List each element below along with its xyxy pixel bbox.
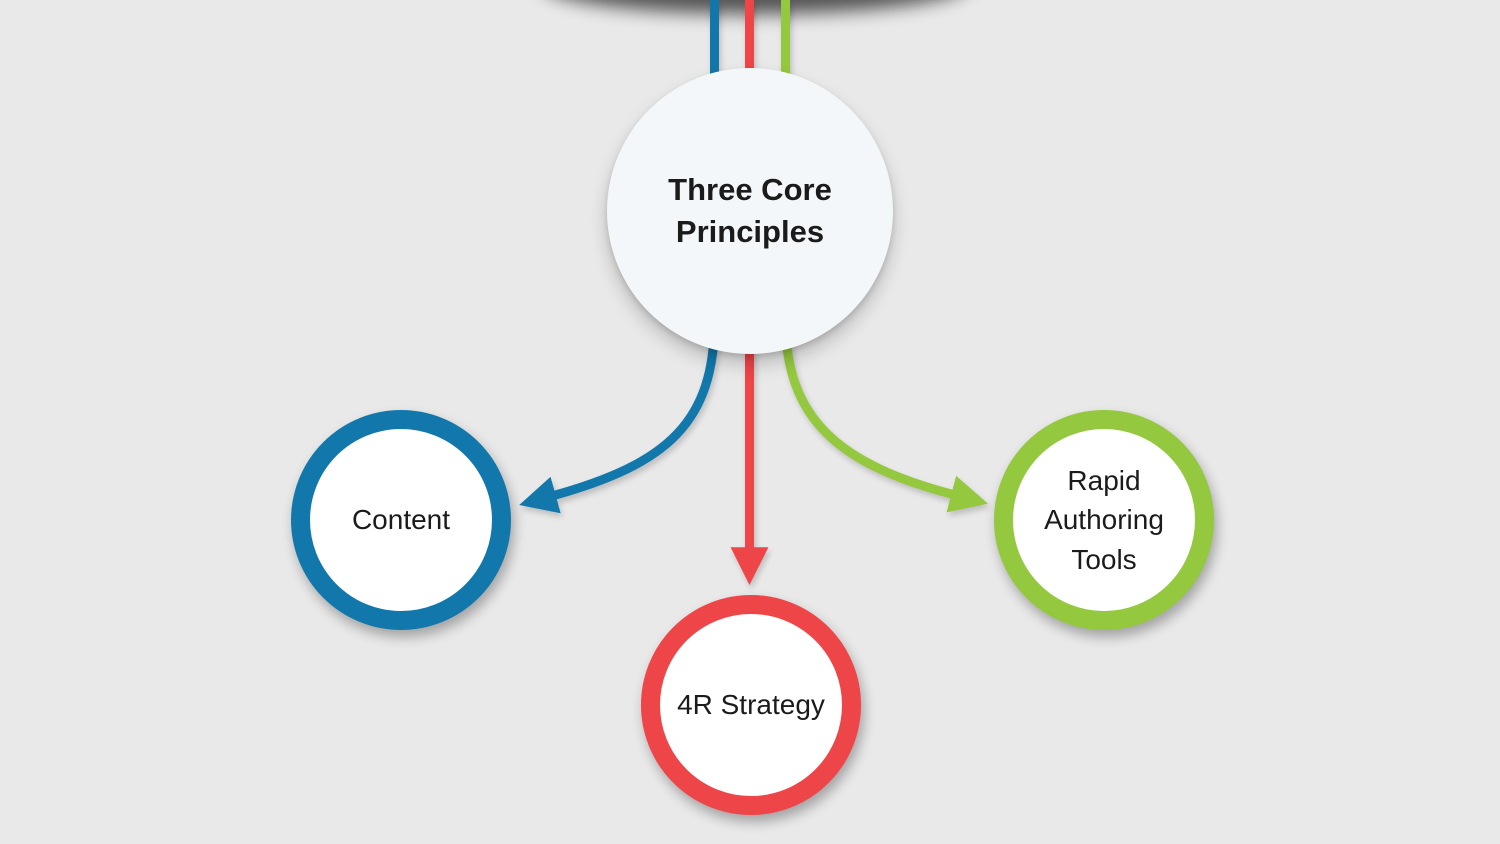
node-rapid-authoring-tools-label: Rapid Authoring Tools — [1044, 465, 1164, 575]
node-4r-strategy-label: 4R Strategy — [677, 689, 825, 721]
center-node-three-core-principles: Three Core Principles — [607, 68, 893, 354]
center-node-label: Three Core Principles — [668, 172, 832, 249]
node-content-label: Content — [351, 504, 451, 536]
node-rapid-authoring-tools: Rapid Authoring Tools — [994, 410, 1214, 630]
node-content: Content — [291, 410, 511, 630]
node-4r-strategy: 4R Strategy — [641, 595, 861, 815]
